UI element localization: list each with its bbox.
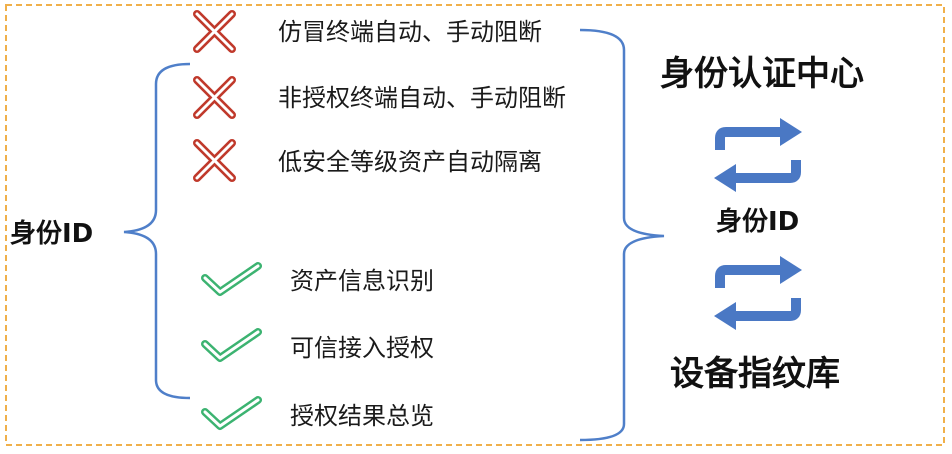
dashed-border	[5, 4, 945, 446]
device-fingerprint-title: 设备指纹库	[670, 354, 840, 394]
check-icon	[201, 262, 262, 296]
identity-id-label: 身份ID	[716, 207, 800, 237]
blocked-item-label: 仿冒终端自动、手动阻断	[278, 18, 542, 46]
allowed-item-label: 授权结果总览	[290, 402, 434, 430]
sync-icon	[714, 118, 802, 192]
check-icon	[201, 396, 262, 430]
blocked-item-label: 低安全等级资产自动隔离	[278, 148, 542, 176]
cross-icon	[193, 139, 236, 182]
allowed-item-label: 可信接入授权	[290, 334, 434, 362]
allowed-item-label: 资产信息识别	[290, 267, 434, 295]
left-brace	[123, 62, 191, 400]
check-icon	[201, 328, 262, 362]
cross-icon	[193, 10, 236, 53]
blocked-item-label: 非授权终端自动、手动阻断	[278, 84, 566, 112]
sync-icon	[714, 256, 802, 330]
left-label: 身份ID	[10, 219, 94, 249]
cross-icon	[193, 76, 236, 119]
auth-center-title: 身份认证中心	[660, 54, 864, 94]
right-brace	[579, 28, 665, 442]
